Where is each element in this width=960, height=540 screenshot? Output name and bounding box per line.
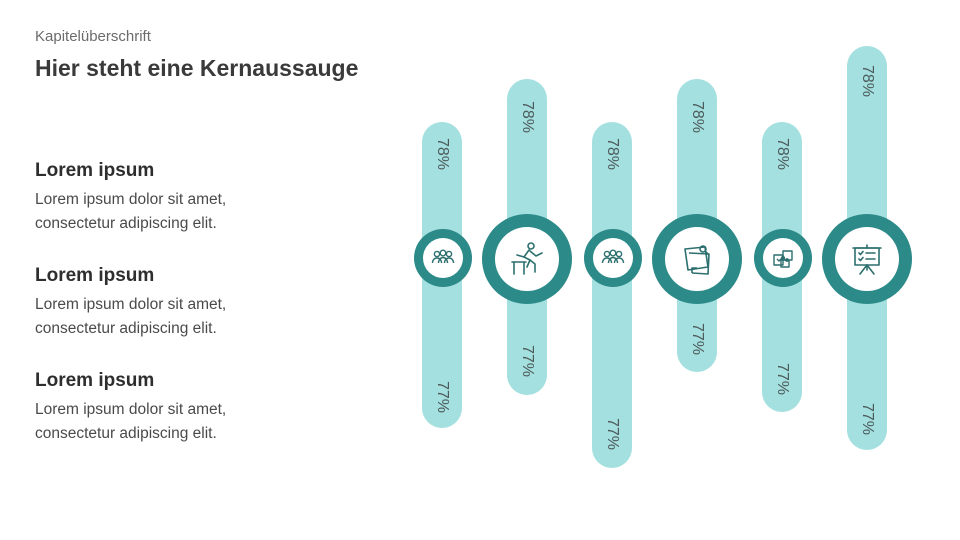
chapter-heading: Kapitelüberschrift (35, 28, 151, 45)
bottom-percent-label: 77% (774, 362, 791, 396)
block-heading: Lorem ipsum (35, 370, 155, 391)
block-heading: Lorem ipsum (35, 265, 155, 286)
top-percent-label: 78% (859, 64, 876, 98)
page-title: Hier steht eine Kernaussauge (35, 55, 359, 81)
block-line: Lorem ipsum dolor sit amet, (35, 191, 227, 208)
icon-circle-1 (414, 229, 472, 287)
column-bar-3 (592, 122, 632, 468)
sticky-notes-icon (684, 245, 710, 275)
icon-circle-3 (584, 229, 642, 287)
bottom-percent-label: 77% (604, 417, 621, 451)
icon-circle-6 (822, 214, 912, 304)
hurdle-runner-icon (511, 242, 543, 275)
bottom-percent-label: 77% (689, 322, 706, 356)
block-line: Lorem ipsum dolor sit amet, (35, 296, 227, 313)
top-percent-label: 78% (519, 100, 536, 134)
block-line: consectetur adipiscing elit. (35, 215, 217, 232)
block-body: Lorem ipsum dolor sit amet, consectetur a… (35, 293, 355, 341)
bottom-percent-label: 77% (859, 402, 876, 436)
bottom-percent-label: 77% (519, 344, 536, 378)
icon-circle-4 (652, 214, 742, 304)
block-line: consectetur adipiscing elit. (35, 320, 217, 337)
block-heading: Lorem ipsum (35, 160, 155, 181)
icon-circle-2 (482, 214, 572, 304)
text-block-2: Lorem ipsum Lorem ipsum dolor sit amet, c… (35, 265, 355, 341)
top-percent-label: 78% (774, 137, 791, 171)
puzzle-icon (773, 250, 793, 268)
bottom-percent-label: 77% (434, 380, 451, 414)
top-percent-label: 78% (434, 137, 451, 171)
block-body: Lorem ipsum dolor sit amet, consectetur a… (35, 188, 355, 236)
team-icon (601, 249, 625, 264)
icon-circle-5 (754, 229, 812, 287)
block-body: Lorem ipsum dolor sit amet, consectetur a… (35, 398, 355, 446)
block-line: Lorem ipsum dolor sit amet, (35, 401, 227, 418)
presentation-board-icon (852, 244, 882, 275)
team-icon (431, 249, 455, 264)
top-percent-label: 78% (604, 137, 621, 171)
text-block-1: Lorem ipsum Lorem ipsum dolor sit amet, c… (35, 160, 355, 236)
text-block-3: Lorem ipsum Lorem ipsum dolor sit amet, c… (35, 370, 355, 446)
block-line: consectetur adipiscing elit. (35, 425, 217, 442)
top-percent-label: 78% (689, 100, 706, 134)
